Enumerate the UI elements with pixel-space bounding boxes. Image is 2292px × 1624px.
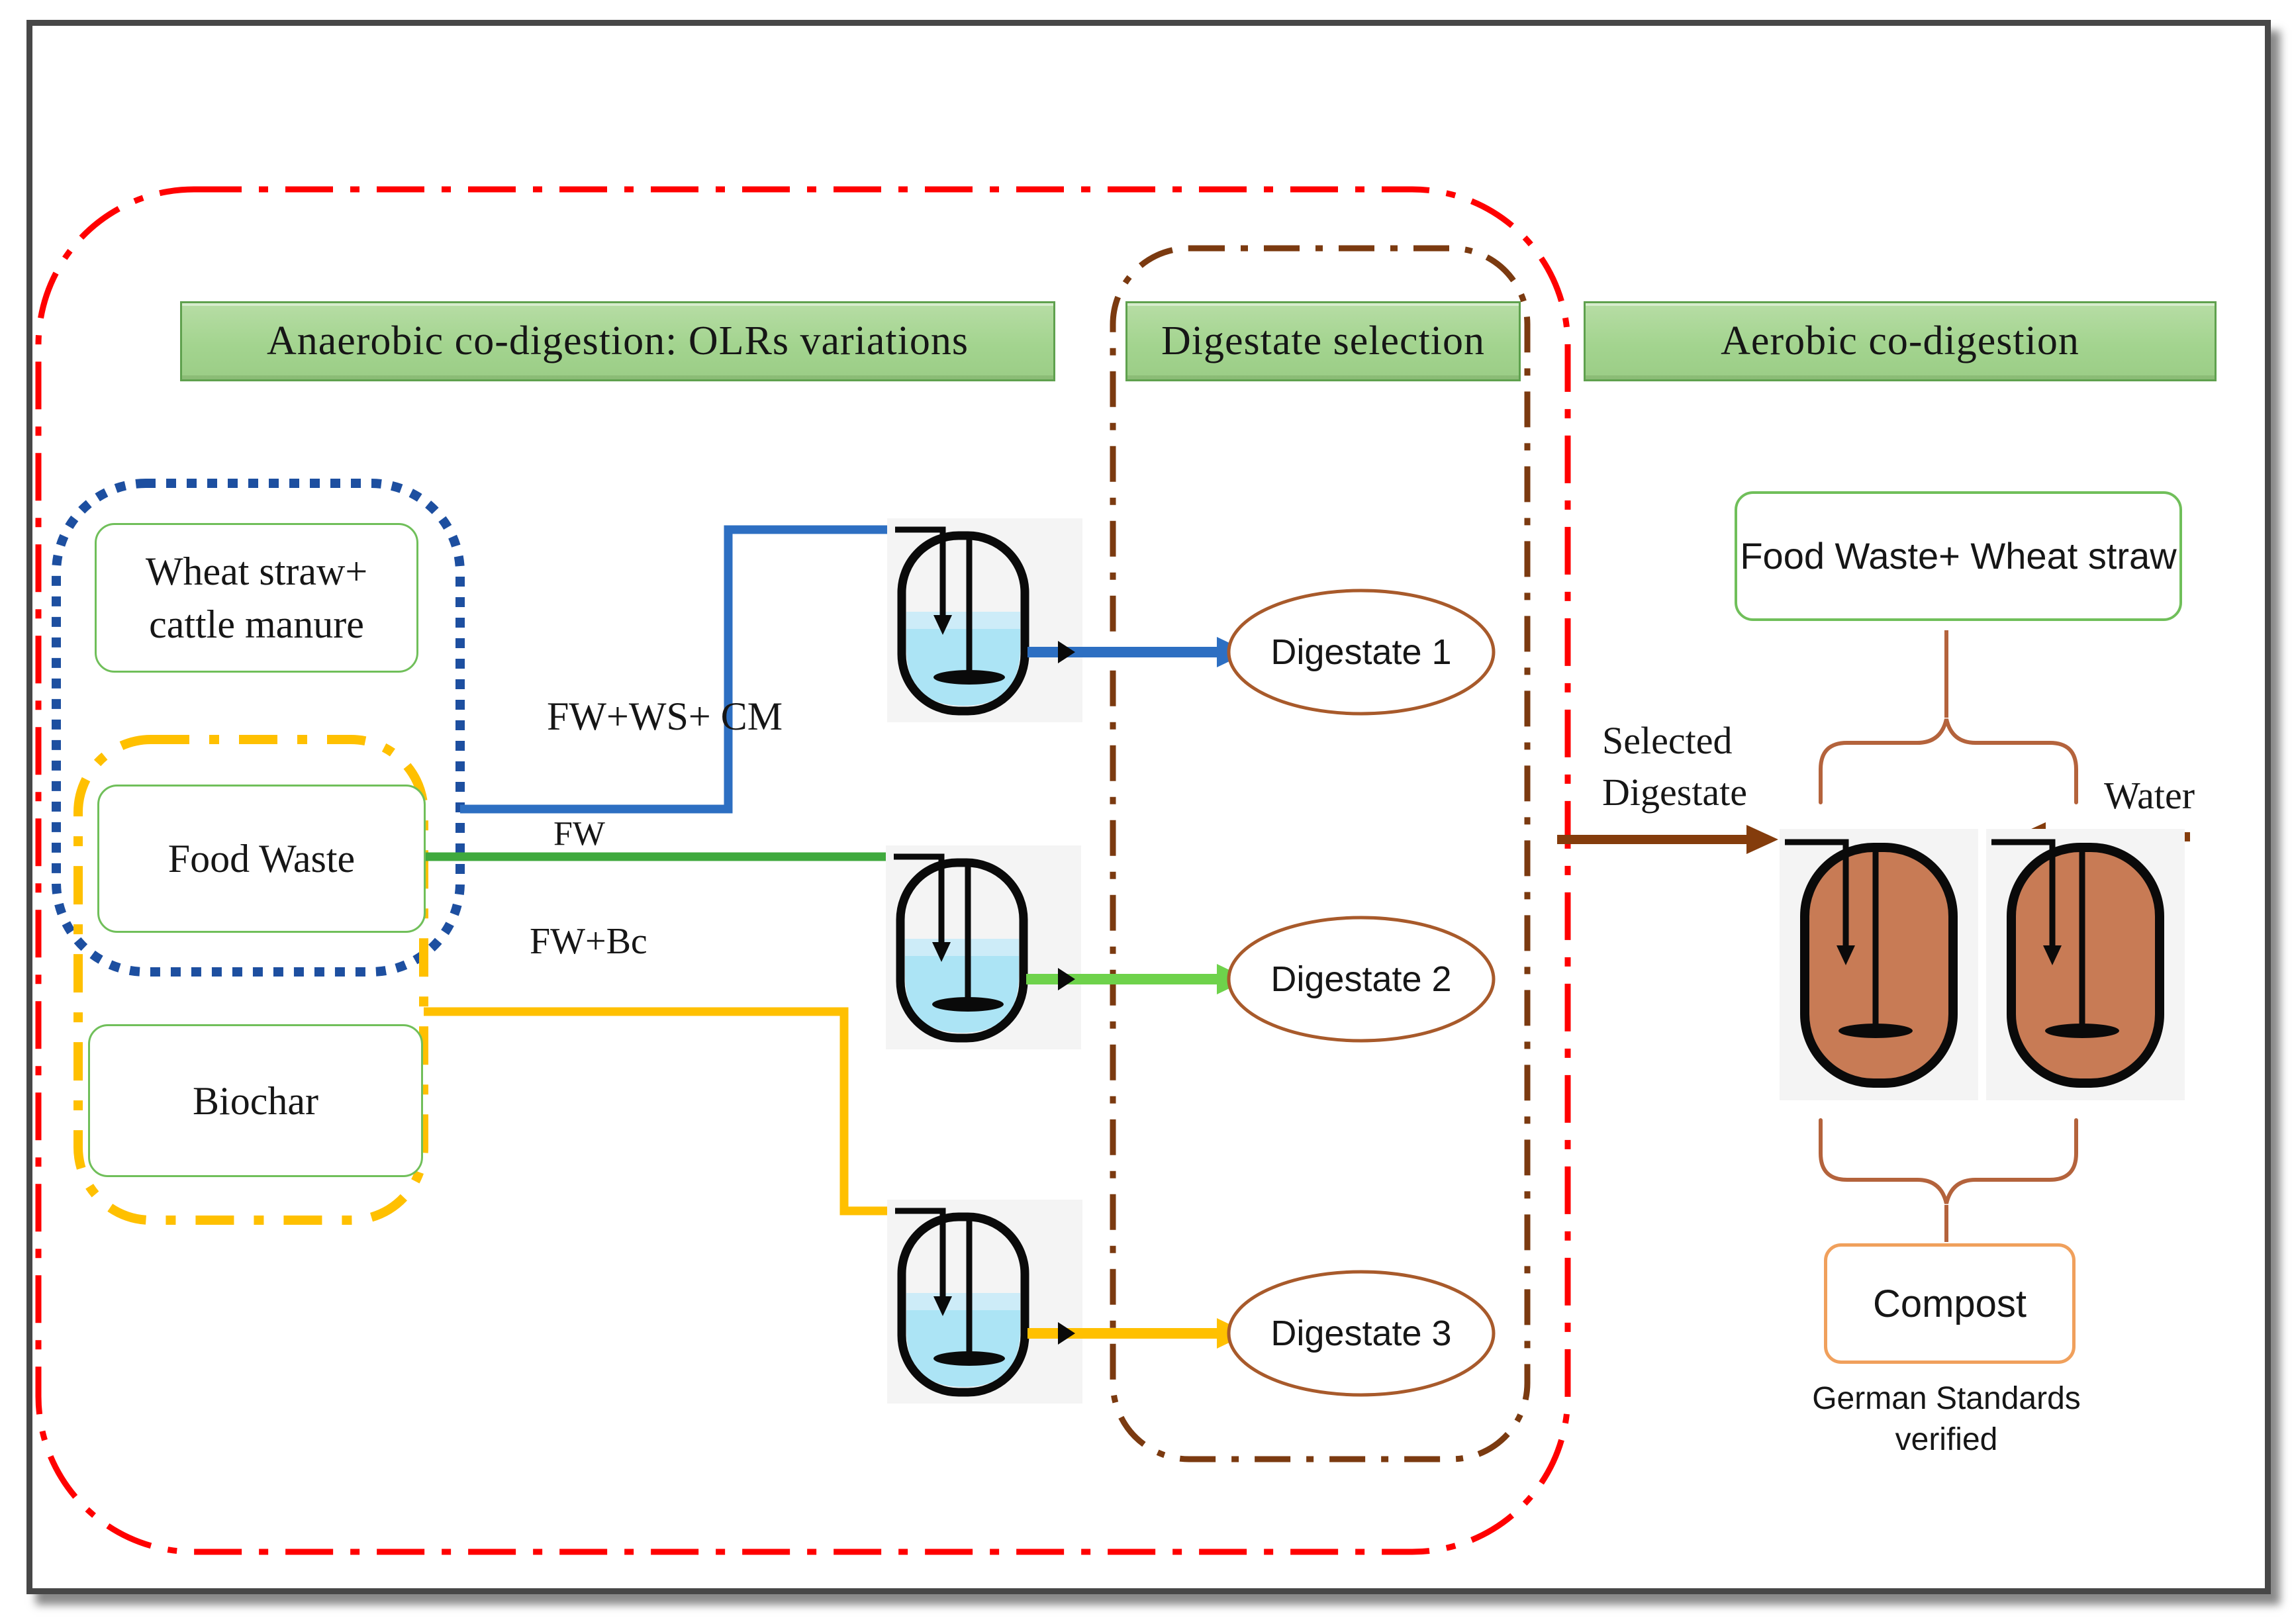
anaerobic-stage-boundary [35,186,1571,1555]
food-waste-wheat-straw-box: Food Waste+ Wheat straw [1735,491,2182,621]
german-standards-note: German Standards verified [1781,1378,2112,1460]
digestate-2-label: Digestate 2 [1270,959,1452,999]
biochar-label: Biochar [193,1078,318,1123]
top-brace [1819,718,2078,804]
food-waste-wheat-straw-label: Food Waste+ Wheat straw [1740,535,2177,577]
banner-anaerobic: Anaerobic co-digestion: OLRs variations [180,301,1055,381]
banner-aerobic-label: Aerobic co-digestion [1721,318,2079,363]
compost-box: Compost [1824,1243,2076,1364]
digestate-1-label: Digestate 1 [1270,632,1452,672]
reactor-3 [887,1200,1082,1404]
reactor-2 [886,845,1081,1049]
digestate-2-ellipse [1227,916,1496,1043]
wheat-foodwaste-group-boundary [52,479,465,977]
flow-label-fw-bc: FW+Bc [530,921,647,962]
page-border-frame [26,20,2271,1594]
banner-aerobic: Aerobic co-digestion [1584,301,2217,381]
food-waste-box: Food Waste [97,785,426,933]
outlet-chevron-1 [1058,641,1075,663]
digestate-3-label: Digestate 3 [1270,1314,1452,1353]
german-standards-line2: verified [1895,1422,1998,1457]
outlet-chevron-2 [1058,968,1075,990]
outlet-chevron-3 [1058,1322,1075,1345]
selected-digestate-line1: Selected [1602,719,1733,762]
digestate-selection-boundary [1110,245,1531,1462]
feed-line-fw-bc [424,1007,895,1216]
bottom-brace [1819,1118,2078,1204]
digestate-1-ellipse [1227,589,1496,716]
digestate-3-ellipse [1227,1270,1496,1397]
foodwaste-biochar-group-boundary [73,735,428,1225]
biochar-box: Biochar [88,1024,423,1177]
banner-digestate-selection: Digestate selection [1125,301,1521,381]
reactor-1 [887,518,1082,722]
banner-digestate-selection-label: Digestate selection [1161,318,1485,363]
aerobic-reactor-2 [1986,829,2185,1100]
selected-digestate-line2: Digestate [1602,771,1748,814]
food-waste-label: Food Waste [167,837,356,881]
water-label: Water [2104,774,2195,817]
cattle-manure-line: cattle manure [149,602,364,646]
feed-line-fw-ws-cm [460,525,895,814]
wheat-straw-cattle-manure-box: Wheat straw+ cattle manure [95,523,418,673]
compost-label: Compost [1872,1282,2027,1325]
aerobic-reactor-1 [1780,829,1978,1100]
flow-label-fw-ws-cm: FW+WS+ CM [547,694,783,738]
wheat-straw-line: Wheat straw+ [145,549,368,593]
banner-anaerobic-label: Anaerobic co-digestion: OLRs variations [266,318,969,363]
german-standards-line1: German Standards [1812,1381,2081,1416]
selected-digestate-label: Selected Digestate [1602,715,1747,818]
selected-digestate-arrow-head [1746,825,1778,854]
flow-label-fw: FW [553,815,605,853]
